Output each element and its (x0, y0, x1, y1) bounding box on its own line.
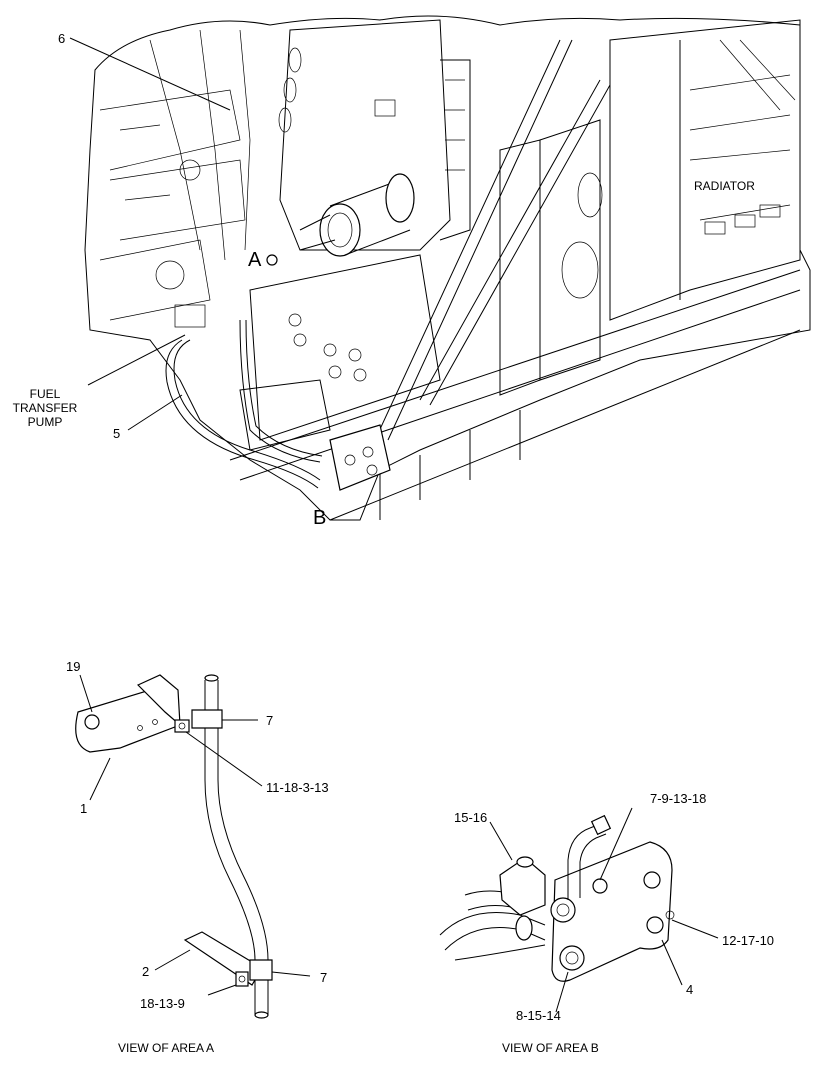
callout-6: 6 (58, 31, 65, 46)
callout-18-13-9: 18-13-9 (140, 996, 185, 1011)
callout-11-18-3-13: 11-18-3-13 (266, 780, 329, 795)
radiator-label: RADIATOR (694, 179, 755, 193)
main-engine-view (69, 15, 811, 521)
area-a-marker: A (248, 249, 262, 271)
fuel-transfer-pump-label-line3: PUMP (28, 415, 63, 429)
callout-1: 1 (80, 801, 87, 816)
caption-view-area-b: VIEW OF AREA B (502, 1041, 599, 1055)
caption-view-area-a: VIEW OF AREA A (118, 1041, 214, 1055)
callout-7-9-13-18: 7-9-13-18 (650, 791, 706, 806)
callout-8-15-14: 8-15-14 (516, 1008, 561, 1023)
callout-7-top: 7 (266, 713, 273, 728)
area-b-marker: B (313, 507, 326, 529)
detail-area-b (439, 807, 719, 1013)
callout-15-16: 15-16 (454, 810, 487, 825)
callout-4: 4 (686, 982, 693, 997)
detail-area-a (75, 674, 311, 1019)
callout-5: 5 (113, 426, 120, 441)
fuel-transfer-pump-label-line2: TRANSFER (13, 401, 78, 415)
callout-12-17-10: 12-17-10 (722, 933, 774, 948)
callout-2: 2 (142, 964, 149, 979)
callout-7-bottom: 7 (320, 970, 327, 985)
callout-19: 19 (66, 659, 80, 674)
fuel-transfer-pump-label-line1: FUEL (30, 387, 61, 401)
